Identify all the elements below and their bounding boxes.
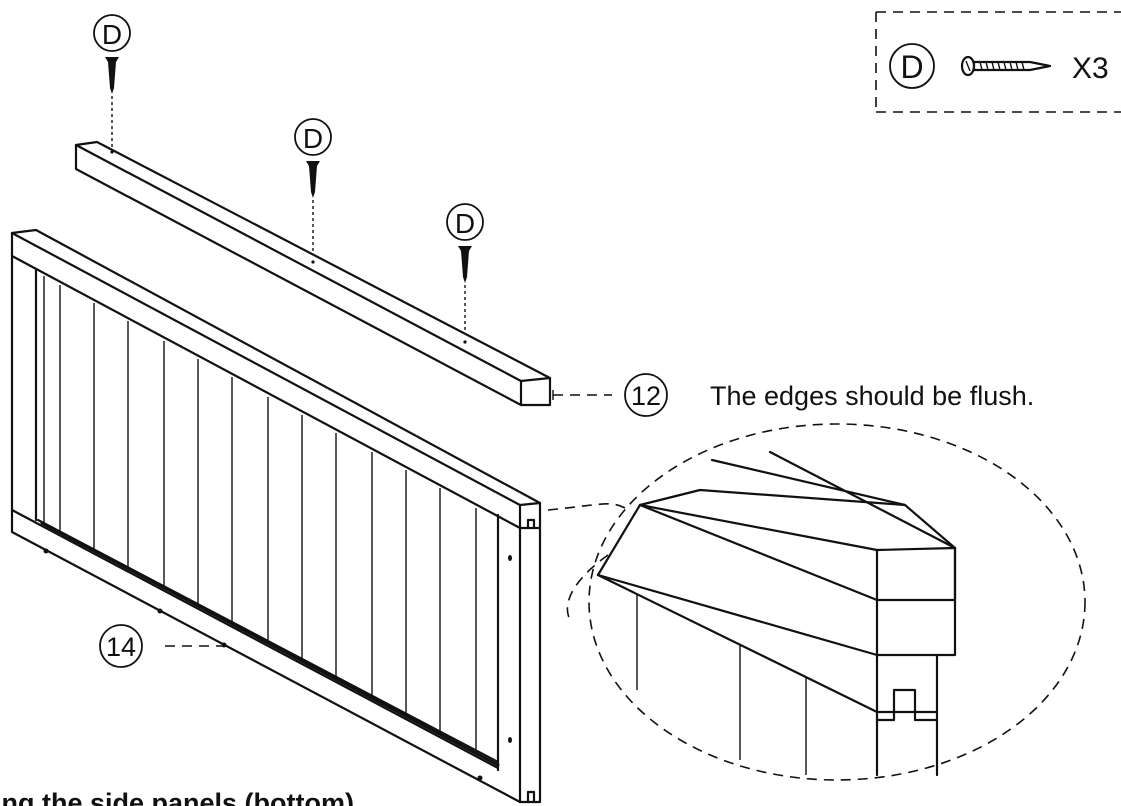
side-panel-part-14: [10, 228, 542, 804]
screw-icon: [960, 55, 1052, 77]
screw-3-icon: [458, 246, 472, 283]
detail-view: [547, 423, 1086, 781]
legend-part-label: D: [900, 49, 923, 85]
callout-14: 14: [99, 624, 222, 668]
rail-part-12: [74, 140, 552, 407]
step-caption-partial: ing the side panels (bottom): [0, 788, 354, 806]
flush-note: The edges should be flush.: [710, 381, 1034, 411]
screw-1-label: D: [102, 19, 122, 50]
legend-part-circle: [889, 43, 935, 89]
part-12-label: 12: [631, 381, 661, 411]
screw-2: D: [294, 118, 332, 262]
screw-2-label: D: [303, 123, 323, 154]
part-14-label: 14: [106, 632, 136, 662]
screw-3-label: D: [455, 208, 475, 239]
screw-2-icon: [306, 161, 320, 198]
callout-12: 12: [552, 373, 668, 417]
screw-3: D: [446, 203, 484, 340]
screw-1-icon: [105, 57, 119, 94]
hardware-legend: D X3: [875, 11, 1121, 113]
screw-1: D: [93, 14, 131, 150]
legend-quantity: X3: [1072, 52, 1109, 85]
